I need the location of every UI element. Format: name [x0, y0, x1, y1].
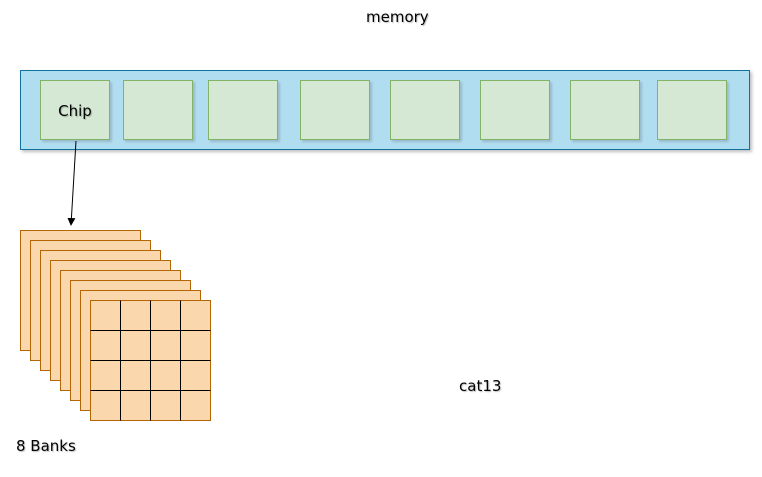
chip-2 [123, 80, 193, 140]
chip-4 [300, 80, 370, 140]
chip-to-banks-arrow [67, 140, 77, 226]
chip-3 [208, 80, 278, 140]
chip-6 [480, 80, 550, 140]
chip-8 [657, 80, 727, 140]
chip-1: Chip [40, 80, 110, 140]
cat-label: cat13 [459, 377, 502, 395]
chip-7 [570, 80, 640, 140]
chip-5 [390, 80, 460, 140]
banks-label: 8 Banks [16, 437, 76, 455]
banks-stack [20, 230, 211, 421]
memory-title: memory [366, 8, 429, 26]
chip-label: Chip [58, 102, 92, 120]
